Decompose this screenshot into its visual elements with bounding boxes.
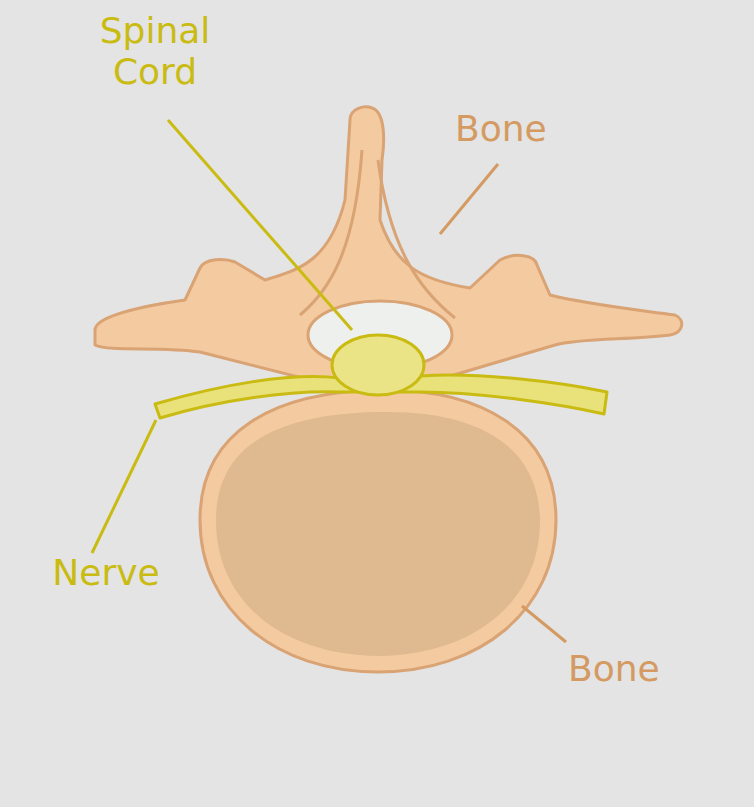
leader-line	[440, 164, 498, 234]
part-label: Spinal Cord	[70, 10, 240, 93]
part-label: Nerve	[26, 552, 186, 593]
part-label: Bone	[568, 648, 728, 689]
leader-line	[168, 120, 352, 330]
leader-line	[92, 420, 156, 553]
spinal-cord	[332, 335, 424, 395]
spinous-line	[300, 150, 362, 315]
leader-line	[522, 606, 566, 642]
part-label: Bone	[455, 108, 615, 149]
spinous-line	[378, 160, 455, 318]
vertebral-body	[200, 390, 556, 672]
vertebral-body-core	[216, 412, 540, 656]
